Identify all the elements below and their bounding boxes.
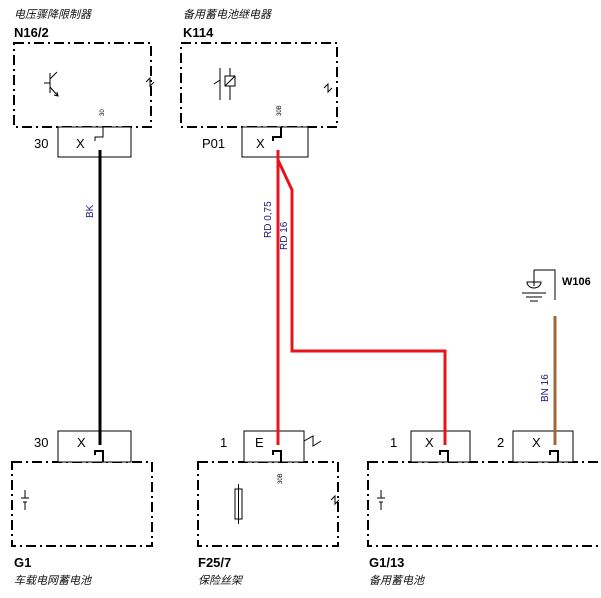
wire-rd16-label: RD 16 <box>279 221 290 250</box>
housing-break-icon <box>145 76 155 88</box>
k114-inner-pin: 30B <box>277 105 283 116</box>
n16-connector-label: X <box>76 136 85 151</box>
housing-break-icon <box>330 494 340 506</box>
k114-connector-label: X <box>256 136 265 151</box>
g1-housing <box>11 461 153 547</box>
g1-description: 车载电网蓄电池 <box>14 574 92 587</box>
k114-code: K114 <box>183 25 214 40</box>
g1-code: G1 <box>14 555 31 570</box>
relay-icon <box>213 68 236 100</box>
battery-icon <box>21 490 29 510</box>
g1-connector-label: X <box>77 435 86 450</box>
g1-pin-terminal <box>94 450 104 462</box>
n16-description: 电压骤降限制器 <box>14 8 92 21</box>
g1-13-pin-1-terminal <box>439 450 449 462</box>
fuse-icon <box>234 484 243 524</box>
component-k114: 备用蓄电池继电器 K114 30B P01 X <box>180 8 338 158</box>
n16-connector <box>57 126 132 158</box>
ground-w106: W106 <box>522 269 591 302</box>
f25-connector-label: E <box>255 435 264 450</box>
wire-bn: BN 16 <box>540 316 557 445</box>
n16-code: N16/2 <box>14 25 49 40</box>
battery-icon <box>377 490 385 510</box>
f25-connector <box>243 430 305 463</box>
k114-connector <box>241 126 309 158</box>
f25-pin-terminal <box>272 450 282 462</box>
g1-13-connector-2 <box>512 430 574 463</box>
n16-pin-number: 30 <box>34 136 48 151</box>
g1-13-connector-2-label: X <box>532 435 541 450</box>
f25-code: F25/7 <box>198 555 231 570</box>
transistor-icon <box>44 71 59 97</box>
g1-connector <box>57 430 132 463</box>
n16-pin-terminal <box>94 127 104 141</box>
housing-break-icon <box>323 82 333 94</box>
w106-code: W106 <box>562 276 591 288</box>
g1-13-housing <box>367 461 601 547</box>
g1-13-pin-2-terminal <box>549 450 559 462</box>
pin-terminals <box>94 127 559 462</box>
fuse-connector-mark-icon <box>303 435 322 447</box>
g1-13-connector-1 <box>410 430 471 463</box>
g1-13-pin-1: 1 <box>390 435 397 450</box>
f25-inner-pin: 30B <box>278 473 284 484</box>
g1-13-pin-2: 2 <box>497 435 504 450</box>
component-n16-2: 电压骤降限制器 N16/2 30 30 X <box>13 8 155 158</box>
f25-housing <box>197 461 339 547</box>
f25-pin-number: 1 <box>220 435 227 450</box>
ground-icon <box>522 270 546 302</box>
g1-13-connector-1-label: X <box>425 435 434 450</box>
component-g1: 30 X G1 车载电网蓄电池 <box>11 430 153 587</box>
g1-13-code: G1/13 <box>369 555 404 570</box>
wire-rd075-label: RD 0,75 <box>263 201 274 238</box>
g1-pin-number: 30 <box>34 435 48 450</box>
k114-description: 备用蓄电池继电器 <box>183 8 272 21</box>
component-g1-13: 1 X 2 X G1/13 备用蓄电池 <box>367 430 601 587</box>
f25-description: 保险丝架 <box>198 574 244 587</box>
wire-bn16-label: BN 16 <box>540 374 551 402</box>
n16-inner-pin: 30 <box>100 109 106 116</box>
wire-red <box>276 150 447 445</box>
ground-lead <box>534 269 556 300</box>
wire-bk-label: BK <box>85 204 96 218</box>
k114-pin-number: P01 <box>202 136 225 151</box>
wire-bk: BK <box>85 150 102 445</box>
k114-pin-terminal <box>272 127 282 141</box>
g1-13-description: 备用蓄电池 <box>369 574 425 587</box>
component-f25-7: 1 E 30B F25/7 保险丝架 <box>197 430 340 587</box>
k114-housing <box>180 42 338 128</box>
n16-housing <box>13 42 152 128</box>
